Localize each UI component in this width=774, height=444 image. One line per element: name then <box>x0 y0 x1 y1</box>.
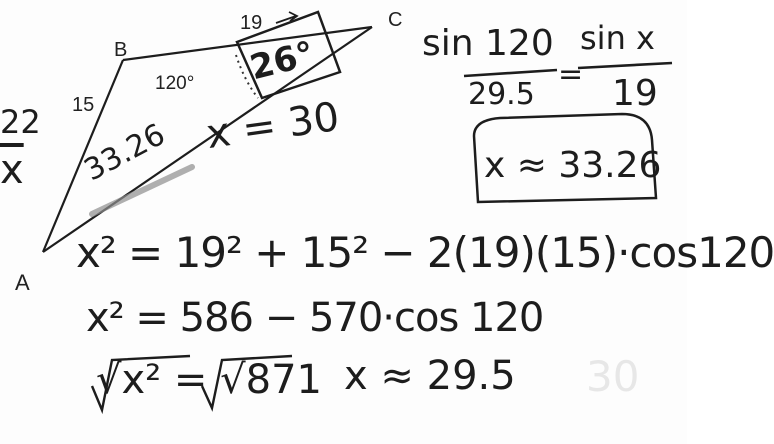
side-ab-alt-value: 22 <box>0 103 41 141</box>
sine-rule-equals: = <box>558 57 584 92</box>
vertex-a-label: A <box>15 270 30 295</box>
vertex-c-label: C <box>388 9 403 31</box>
cosine-rule-line-3: √x² = √871 <box>96 357 322 403</box>
cosine-rule-faint-result: 30 <box>586 352 640 401</box>
angle-c-box <box>235 10 342 100</box>
sine-rule-numerator-left: sin 120 <box>422 23 554 64</box>
sine-rule-boxed-result: x ≈ 33.26 <box>484 145 662 186</box>
worksheet-page: A B C 15 19 120° 26° 22 x 33.26 x = 30 s… <box>0 9 774 415</box>
vertex-b-label: B <box>114 39 128 61</box>
radical-right <box>200 354 293 412</box>
radical-left <box>90 354 191 415</box>
fraction-bar-left <box>463 68 558 78</box>
side-ab-label: 15 <box>72 94 95 116</box>
cosine-rule-line-2: x² = 586 − 570·cos 120 <box>86 295 544 341</box>
arrow-19 <box>275 11 299 24</box>
side-bc-label: 19 <box>240 12 263 34</box>
highlight-33-26 <box>89 164 195 217</box>
cosine-rule-result: x ≈ 29.5 <box>344 353 516 399</box>
sine-rule-denominator-right: 19 <box>612 73 658 114</box>
angle-b-label: 120° <box>155 73 195 94</box>
fraction-bar-right <box>577 61 673 70</box>
side-ab-line <box>41 59 125 253</box>
sine-rule-denominator-left: 29.5 <box>468 77 535 112</box>
side-ab-alt-variable: x <box>0 147 24 193</box>
result-box <box>472 112 658 204</box>
triangle-diagram <box>41 10 673 415</box>
angle-c-arc <box>235 54 259 99</box>
sine-rule-numerator-right: sin x <box>580 19 655 57</box>
side-bc-line <box>122 25 373 62</box>
cosine-rule-line-1: x² = 19² + 15² − 2(19)(15)·cos120 <box>76 228 774 277</box>
